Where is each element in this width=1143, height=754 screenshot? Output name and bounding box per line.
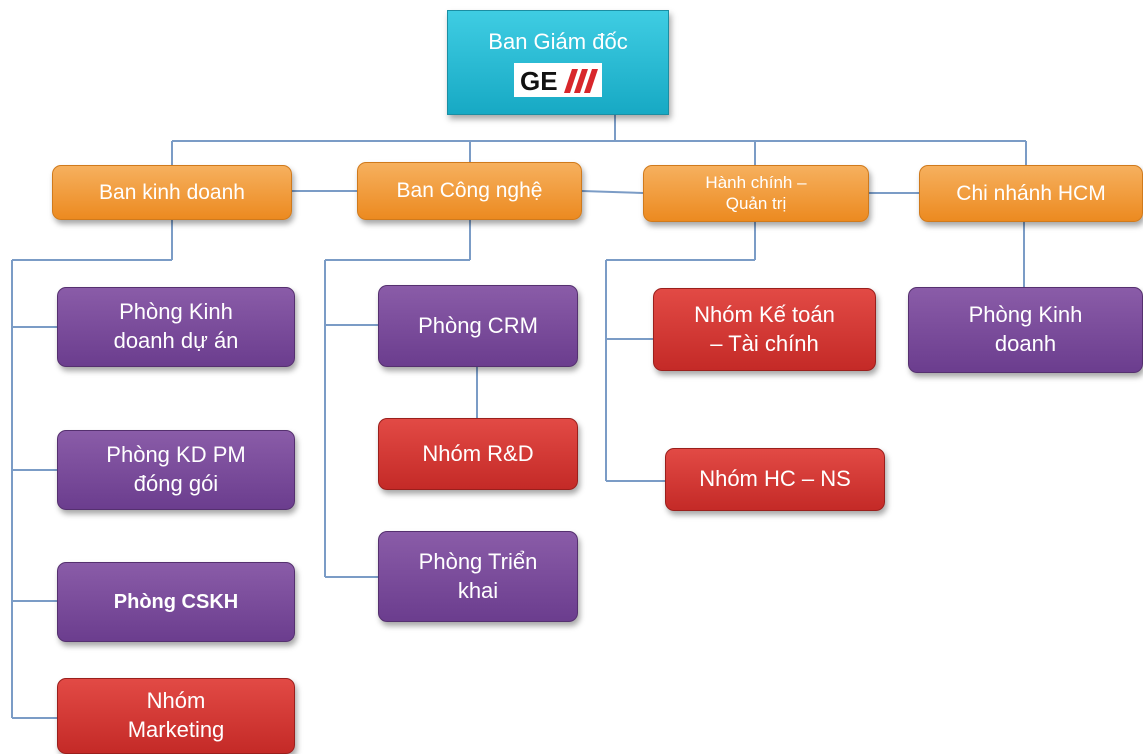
dept-sales-label: Ban kinh doanh <box>99 180 245 204</box>
dept-sales: Ban kinh doanh <box>52 165 292 220</box>
unit-deploy: Phòng Triển khai <box>378 531 578 622</box>
unit-hr-label: Nhóm HC – NS <box>699 466 851 492</box>
unit-deploy-label: Phòng Triển khai <box>418 548 538 603</box>
unit-branch-sales: Phòng Kinh doanh <box>908 287 1143 373</box>
unit-crm: Phòng CRM <box>378 285 578 367</box>
unit-hr: Nhóm HC – NS <box>665 448 885 511</box>
unit-cskh: Phòng CSKH <box>57 562 295 642</box>
dept-branch: Chi nhánh HCM <box>919 165 1143 222</box>
svg-text:GE: GE <box>520 66 558 95</box>
dept-admin: Hành chính – Quản trị <box>643 165 869 222</box>
unit-project-sales: Phòng Kinh doanh dự án <box>57 287 295 367</box>
company-logo: GE <box>514 62 602 97</box>
dept-tech: Ban Công nghệ <box>357 162 582 220</box>
unit-branch-sales-label: Phòng Kinh doanh <box>968 302 1083 356</box>
unit-cskh-label: Phòng CSKH <box>113 591 239 613</box>
unit-project-sales-label: Phòng Kinh doanh dự án <box>113 299 239 353</box>
board-box: Ban Giám đốc GE <box>447 10 669 115</box>
board-title: Ban Giám đốc <box>488 29 628 55</box>
gen-logo-icon: GE <box>520 66 598 95</box>
unit-accounting-label: Nhóm Kế toán – Tài chính <box>694 301 835 356</box>
dept-admin-label: Hành chính – Quản trị <box>705 173 807 213</box>
unit-packaged-sales-label: Phòng KD PM đóng gói <box>106 442 246 496</box>
unit-rnd: Nhóm R&D <box>378 418 578 490</box>
unit-crm-label: Phòng CRM <box>418 312 538 338</box>
unit-marketing-label: Nhóm Marketing <box>127 688 225 742</box>
unit-packaged-sales: Phòng KD PM đóng gói <box>57 430 295 510</box>
dept-tech-label: Ban Công nghệ <box>396 179 543 203</box>
dept-branch-label: Chi nhánh HCM <box>956 181 1106 205</box>
unit-accounting: Nhóm Kế toán – Tài chính <box>653 288 876 371</box>
unit-rnd-label: Nhóm R&D <box>422 440 534 466</box>
unit-marketing: Nhóm Marketing <box>57 678 295 754</box>
